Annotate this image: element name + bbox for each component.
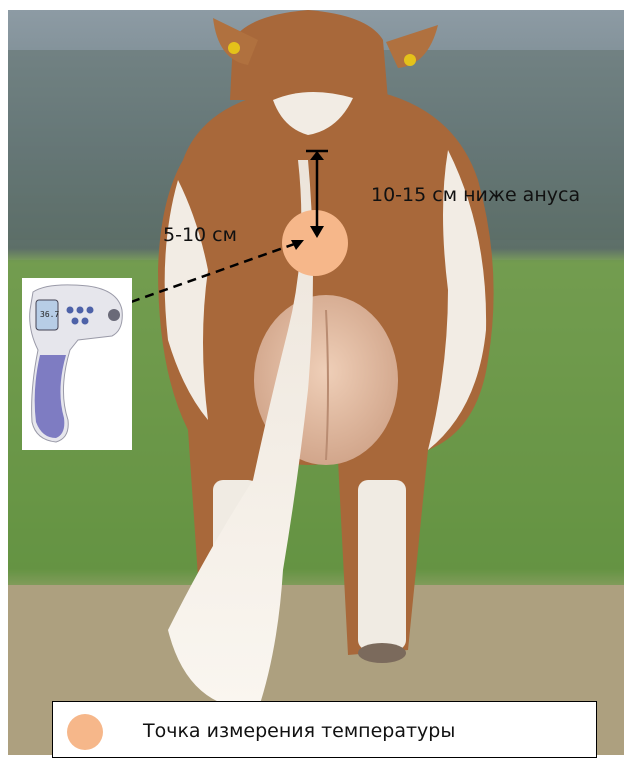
infrared-thermometer-icon: 36.7 [22, 278, 132, 450]
ear-tag-left [228, 42, 240, 54]
ear-tag-right [404, 54, 416, 66]
label-distance-below-anus: 10-15 см ниже ануса [371, 186, 580, 205]
legend-swatch-measurement-point [67, 714, 103, 750]
legend-label: Точка измерения температуры [143, 720, 455, 742]
svg-text:36.7: 36.7 [40, 310, 59, 319]
label-distance-side: 5-10 см [163, 226, 237, 245]
hoof-right [358, 643, 406, 663]
legend: Точка измерения температуры [52, 701, 597, 758]
leg-right [358, 480, 406, 650]
measurement-point [282, 210, 348, 276]
cow-photo-scene: 36.7 [8, 10, 624, 755]
